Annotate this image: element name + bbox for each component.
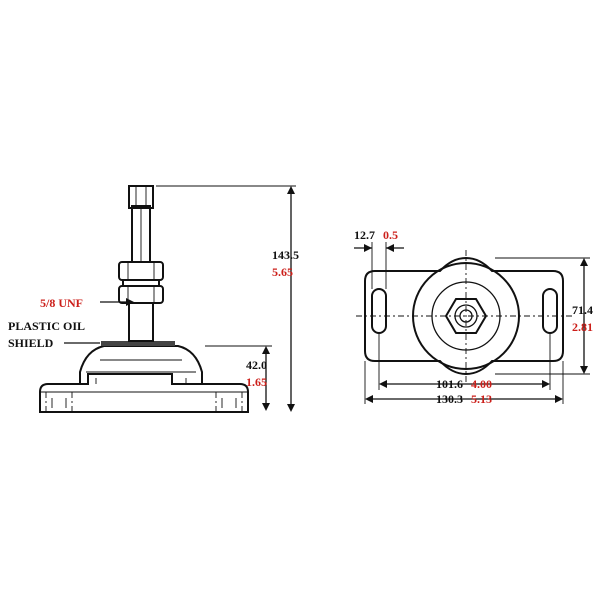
overall-height-in: 5.65 (272, 265, 293, 279)
stud-circle (454, 304, 478, 328)
overall-height-mm: 143.5 (272, 248, 299, 262)
width-dimension (495, 257, 590, 375)
base-plate (39, 373, 249, 413)
dome-inner-circle (431, 281, 501, 351)
stud-core (459, 309, 473, 323)
right-mounting-slot (542, 288, 558, 334)
width-mm: 71.4 (572, 303, 593, 317)
length-mm: 130.3 (436, 392, 463, 406)
length-dimension (364, 361, 564, 404)
thread-arrow (100, 298, 134, 306)
flange-outline (364, 256, 564, 376)
shield-label-line2: SHIELD (8, 336, 54, 350)
hole-spacing-in: 4.00 (471, 377, 492, 391)
slot-width-dimension (354, 242, 404, 289)
side-view: 5/8 UNF PLASTIC OIL SHIELD 143.5 5.65 42… (8, 185, 299, 413)
base-height-mm: 42.0 (246, 358, 267, 372)
shield-label-line1: PLASTIC OIL (8, 319, 85, 333)
thread-label: 5/8 UNF (40, 296, 83, 310)
hex-nut-top (444, 298, 488, 334)
length-in: 5.13 (471, 392, 492, 406)
dome-outer-circle (412, 262, 520, 370)
hole-spacing-mm: 101.6 (436, 377, 463, 391)
threaded-stud (128, 185, 154, 342)
slot-width-in: 0.5 (383, 228, 398, 242)
base-height-in: 1.65 (246, 375, 267, 389)
hole-spacing-dimension (378, 333, 551, 390)
slot-width-mm: 12.7 (354, 228, 375, 242)
width-in: 2.81 (572, 320, 593, 334)
base-height-dimension (205, 345, 272, 411)
overall-height-dimension (156, 185, 296, 412)
oil-shield (101, 341, 175, 346)
mount-body (79, 345, 203, 384)
left-mounting-slot (371, 288, 387, 334)
top-view: 12.7 0.5 71.4 2.81 101.6 4.00 (354, 228, 593, 406)
hex-nuts (118, 261, 164, 304)
